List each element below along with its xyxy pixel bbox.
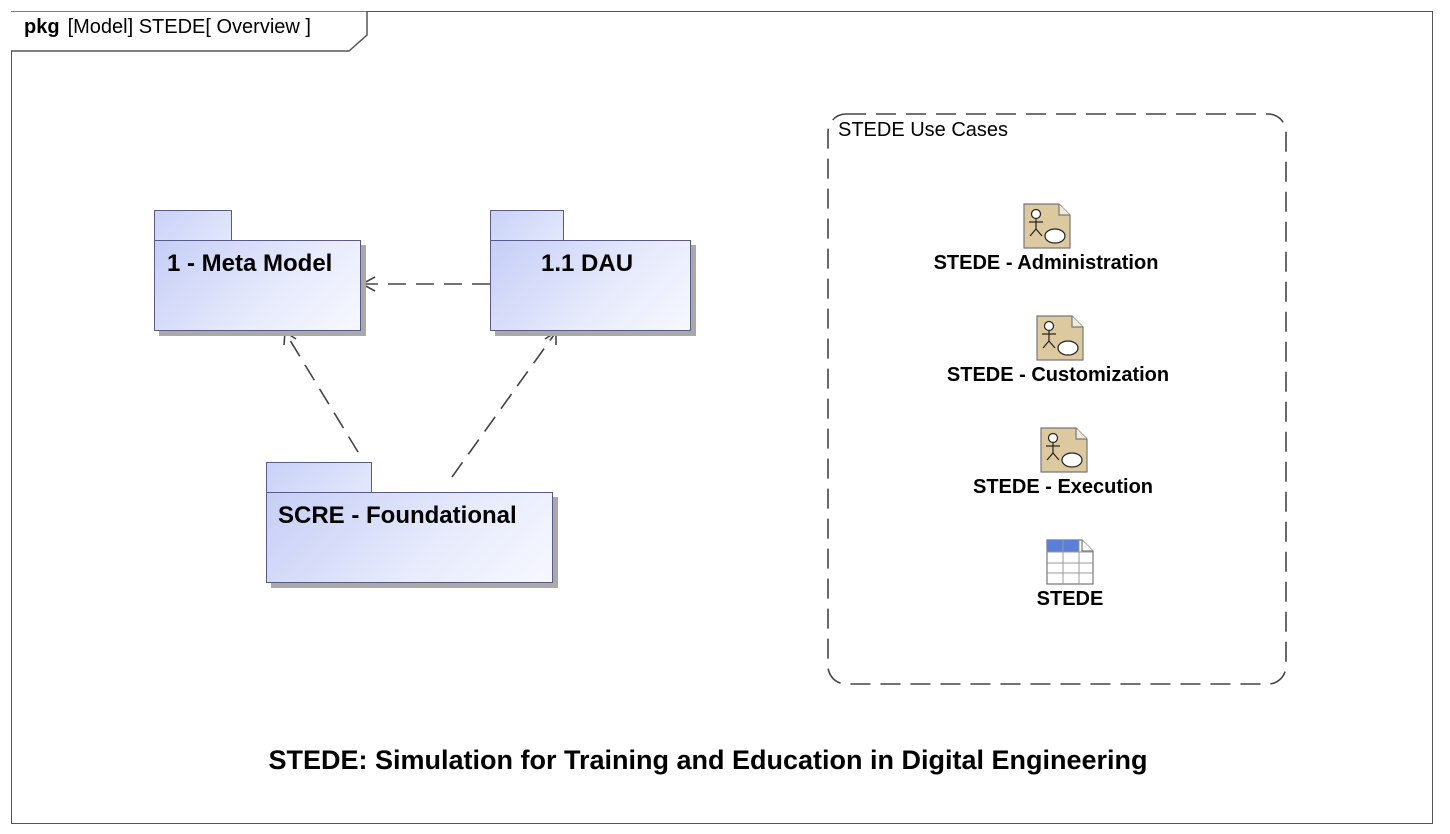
use-case-diagram-icon [1036,315,1084,361]
package-body [266,492,553,583]
diagram-caption: STEDE: Simulation for Training and Educa… [268,745,1148,775]
arrowhead-meta-model-from-scre [283,330,297,346]
arrowhead-dau-from-scre [544,330,557,345]
use-cases-group-box [827,113,1287,685]
dependency-scre-to-dau [451,331,557,478]
package-tab [490,210,564,242]
package-tab [266,462,372,494]
use-case-diagram-icon [1040,427,1088,473]
diagram-shortcut-label: STEDE - Customization [946,364,1170,386]
diagram-shortcut-label: STEDE - Administration [933,252,1159,274]
use-case-diagram-icon [1023,203,1071,249]
frame-name-tab [11,11,368,52]
package-tab [154,210,232,242]
dependency-scre-to-meta-model [284,331,359,453]
frame-name: [Model] STEDE[ Overview ] [67,16,311,38]
frame-kind: pkg [24,16,60,38]
use-cases-group-title: STEDE Use Cases [838,119,1009,141]
diagram-shortcut-label: STEDE - Execution [972,476,1154,498]
table-icon [1046,539,1094,585]
table-shortcut-label: STEDE [1036,588,1104,610]
package-body [154,240,361,331]
arrowhead-meta-model-from-dau [360,276,376,292]
frame-title: pkg [Model] STEDE[ Overview ] [24,16,311,39]
diagram-frame [11,11,1433,824]
package-label: SCRE - Foundational [278,502,517,529]
package-body [490,240,691,331]
package-label: 1 - Meta Model [167,250,333,277]
package-label: 1.1 DAU [541,250,634,277]
